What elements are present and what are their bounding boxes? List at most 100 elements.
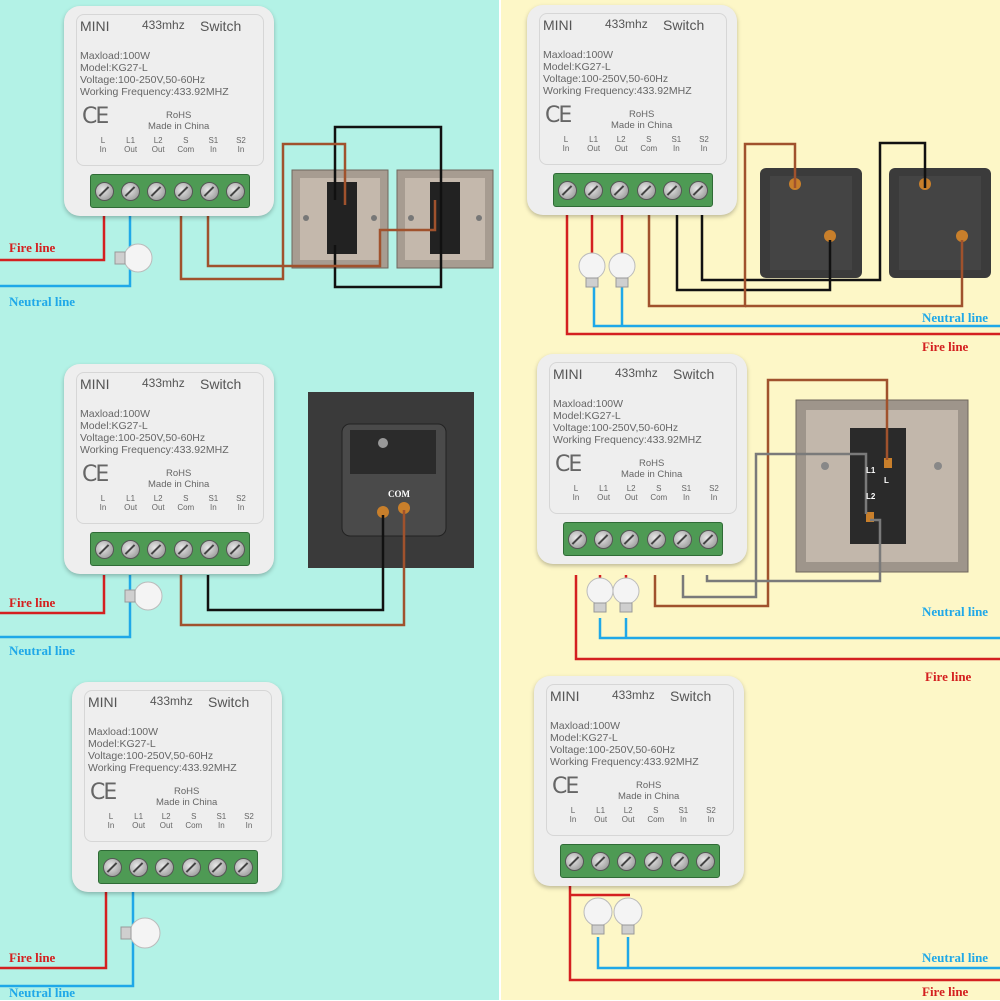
fire-line-label-2: Fire line — [9, 595, 56, 610]
wire-1-neutral — [0, 215, 132, 288]
bulb-1 — [114, 243, 153, 273]
neutral-line-label-1: Neutral line — [9, 294, 76, 309]
wire-3-neutral — [0, 888, 135, 988]
fire-line-label-5: Fire line — [925, 669, 972, 684]
screw-icon — [207, 857, 227, 877]
module-frequency: 433mhz — [142, 376, 185, 390]
wire-1-brown-b — [206, 200, 437, 268]
screw-icon — [94, 539, 114, 559]
module-brand: MINI — [553, 366, 583, 382]
bulb-4b — [608, 252, 636, 288]
ce-mark-icon: CE — [90, 780, 117, 805]
screw-icon — [689, 180, 709, 200]
screw-icon — [102, 857, 122, 877]
module-brand: MINI — [543, 17, 573, 33]
wire-1-brown-a — [179, 142, 347, 281]
switch-terminal-l-label: L — [884, 476, 889, 485]
module-frequency: 433mhz — [605, 17, 648, 31]
bulb-2 — [124, 581, 163, 611]
screw-icon — [696, 851, 716, 871]
screw-icon — [120, 181, 140, 201]
screw-icon — [610, 180, 630, 200]
screw-icon — [617, 851, 637, 871]
wall-switch-4b — [889, 168, 991, 278]
module-specs: Maxload:100W Model:KG27-L Voltage:100-25… — [553, 398, 702, 446]
ce-mark-icon: CE — [552, 774, 579, 799]
terminal-block — [90, 532, 250, 566]
terminal-block — [563, 522, 723, 556]
switch-terminal-l1-label: L1 — [866, 466, 876, 475]
screw-icon — [199, 181, 219, 201]
screw-icon — [636, 180, 656, 200]
screw-icon — [590, 851, 610, 871]
terminal-block — [553, 173, 713, 207]
screw-icon — [557, 180, 577, 200]
screw-icon — [226, 181, 246, 201]
switch-plate-1b — [396, 169, 494, 269]
module-switch-label: Switch — [200, 376, 242, 392]
socket-switch-2 — [308, 392, 474, 568]
screw-icon — [620, 529, 640, 549]
screw-icon — [593, 529, 613, 549]
switch-plate-5 — [795, 399, 969, 573]
module-specs: Maxload:100W Model:KG27-L Voltage:100-25… — [543, 49, 692, 97]
terminal-block — [560, 844, 720, 878]
screw-icon — [567, 529, 587, 549]
ce-mark-icon: CE — [82, 104, 109, 129]
module-brand: MINI — [550, 688, 580, 704]
screw-icon — [646, 529, 666, 549]
screw-icon — [672, 529, 692, 549]
bulb-6a — [583, 897, 613, 935]
screw-icon — [226, 539, 246, 559]
module-brand: MINI — [88, 694, 118, 710]
screw-icon — [643, 851, 663, 871]
wire-4-black-a — [675, 215, 832, 292]
module-brand: MINI — [80, 376, 110, 392]
module-frequency: 433mhz — [142, 18, 185, 32]
wire-4-brown-b — [745, 240, 964, 308]
bulb-4a — [578, 252, 606, 288]
wire-4-neutral — [592, 285, 1000, 328]
screw-icon — [155, 857, 175, 877]
wire-4-fire — [565, 215, 1000, 336]
wire-3-fire — [0, 888, 108, 970]
wire-2-brown — [179, 510, 406, 627]
switch-plate-1a — [291, 169, 389, 269]
screw-icon — [94, 181, 114, 201]
screw-icon — [583, 180, 603, 200]
screw-icon — [120, 539, 140, 559]
module-switch-label: Switch — [670, 688, 712, 704]
neutral-line-label-2: Neutral line — [9, 643, 76, 658]
neutral-line-label-5: Neutral line — [922, 604, 989, 619]
neutral-line-label-3: Neutral line — [9, 985, 76, 1000]
wire-5-gray-b — [705, 518, 882, 583]
screw-icon — [662, 180, 682, 200]
module-specs: Maxload:100W Model:KG27-L Voltage:100-25… — [80, 50, 229, 98]
module-specs: Maxload:100W Model:KG27-L Voltage:100-25… — [550, 720, 699, 768]
panel-divider — [499, 0, 501, 1000]
module-switch-label: Switch — [673, 366, 715, 382]
module-specs: Maxload:100W Model:KG27-L Voltage:100-25… — [80, 408, 229, 456]
screw-icon — [564, 851, 584, 871]
wire-2-black — [206, 515, 385, 612]
wire-1-fire — [0, 215, 106, 262]
bulb-6b — [613, 897, 643, 935]
wire-5-gray-a — [681, 452, 868, 599]
wire-2-fire — [0, 575, 106, 615]
screw-icon — [699, 529, 719, 549]
wire-5-fire — [574, 575, 1000, 661]
wire-4-brown-a — [647, 142, 797, 308]
com-terminal-label: COM — [388, 489, 410, 499]
screw-icon — [173, 539, 193, 559]
